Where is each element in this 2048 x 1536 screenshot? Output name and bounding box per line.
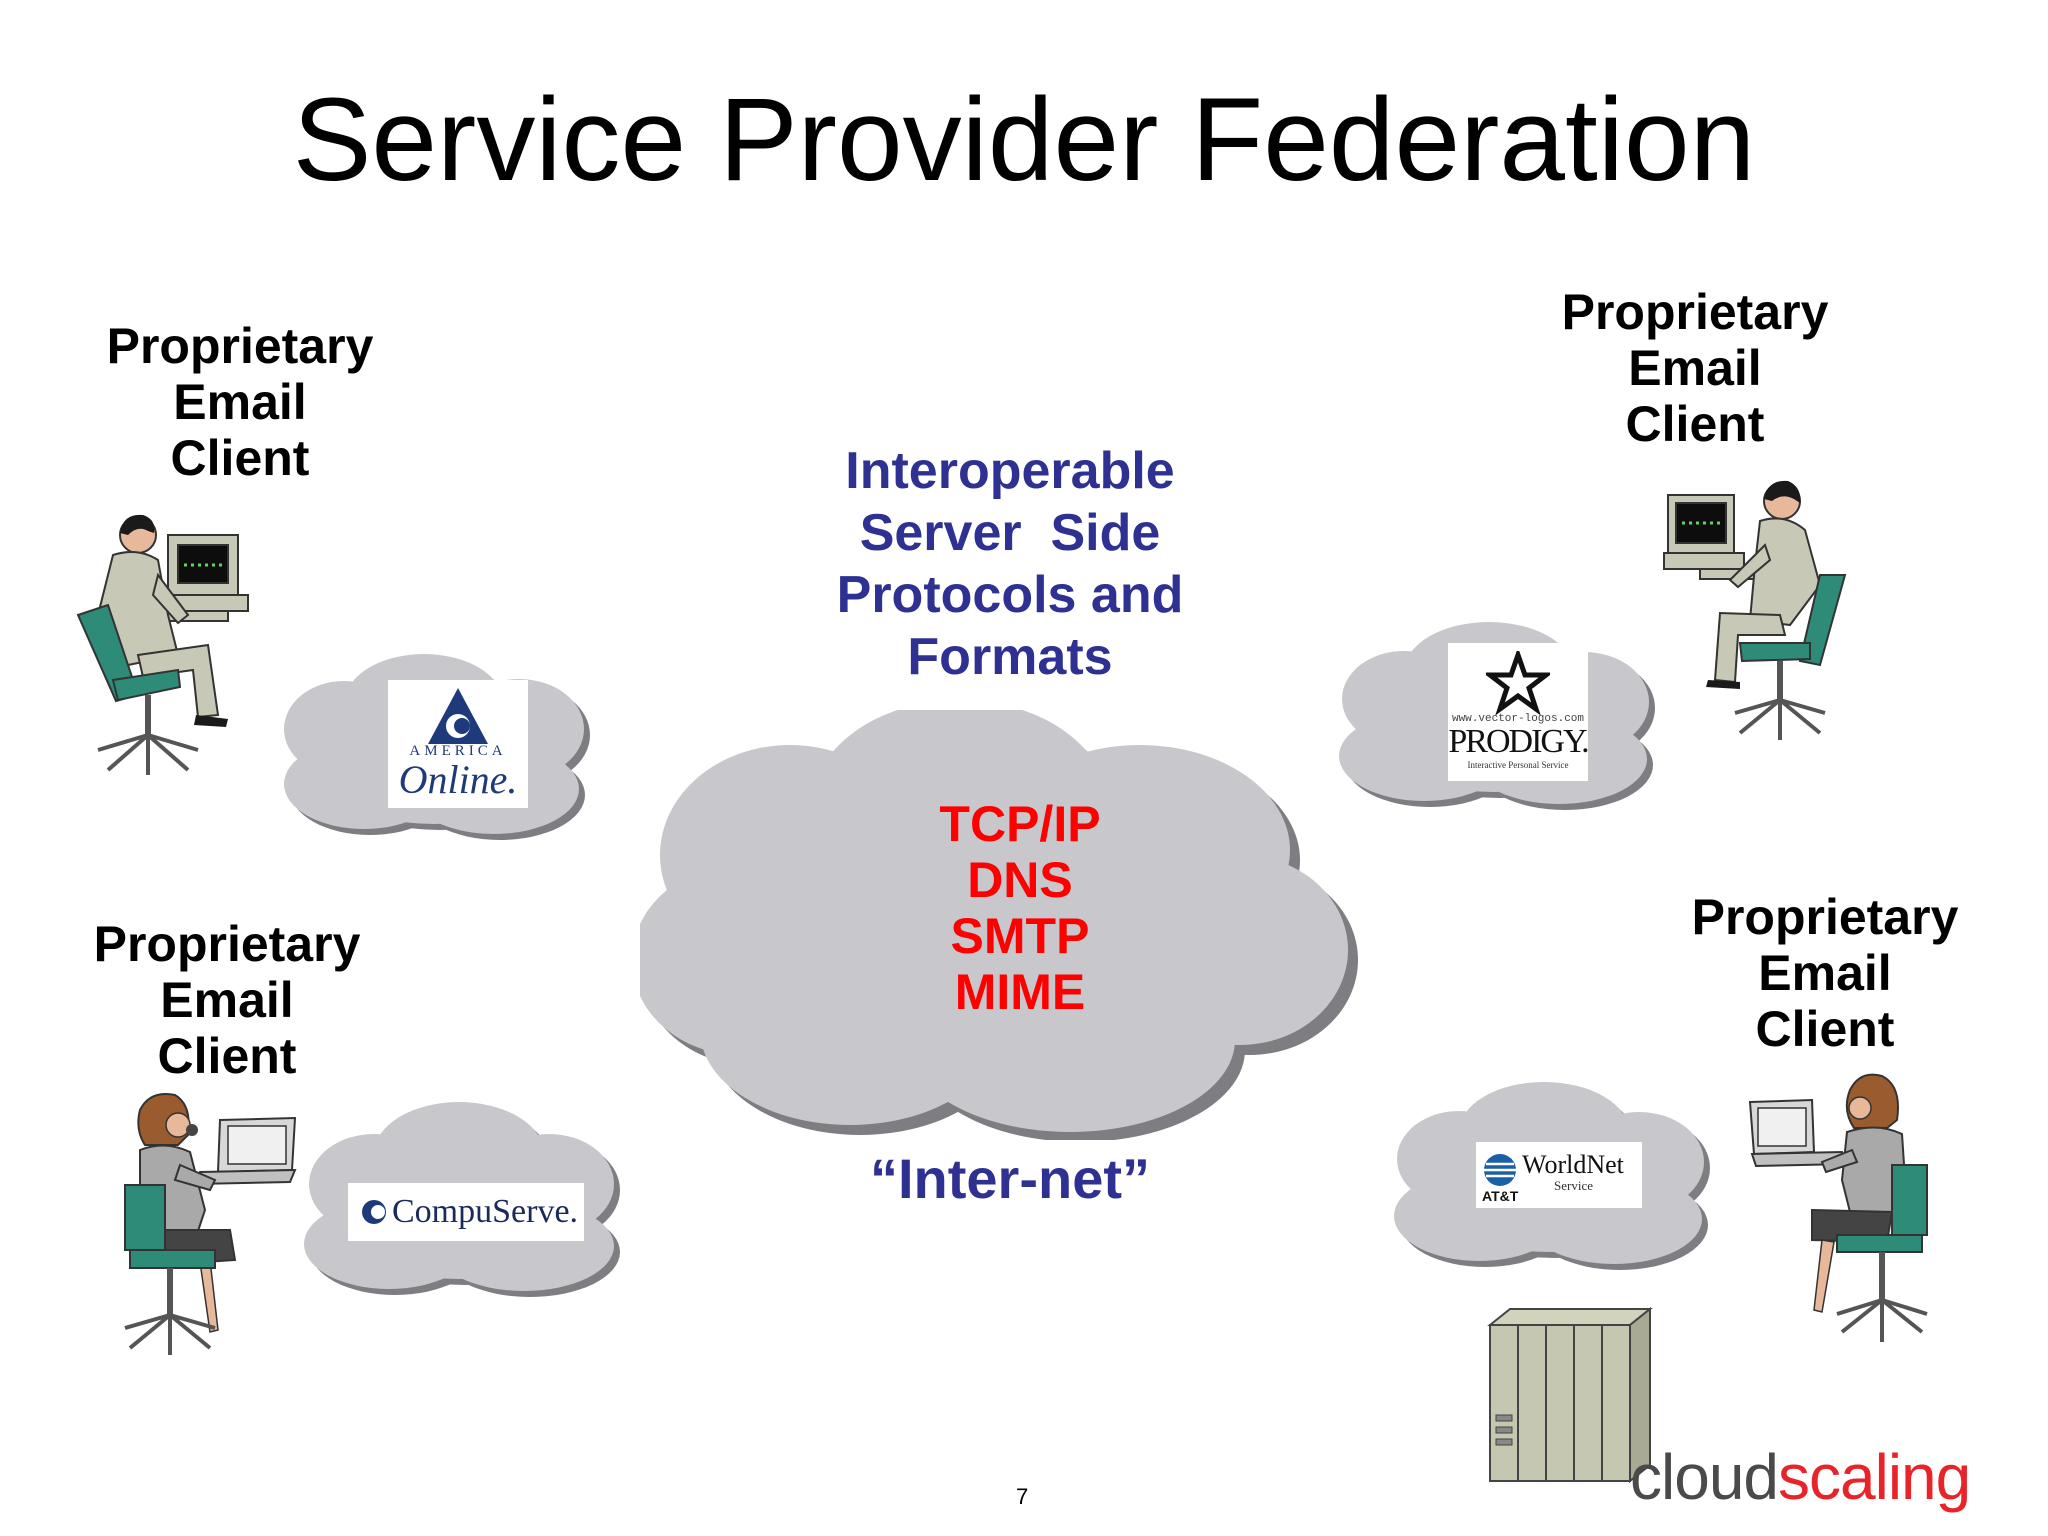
center-heading-line: Formats <box>907 628 1113 686</box>
worldnet-logo: WorldNet Service AT&T <box>1476 1142 1642 1208</box>
client-label-line: Client <box>170 430 310 486</box>
brand-part1: cloud <box>1630 1441 1779 1513</box>
aol-line2: Online. <box>398 757 518 802</box>
prodigy-logo: www.vector-logos.com PRODIGY. Interactiv… <box>1448 643 1590 781</box>
man-at-computer-icon <box>76 514 249 775</box>
server-cabinet-icon <box>1487 1306 1653 1484</box>
protocol-item: SMTP <box>950 908 1090 964</box>
internet-cloud <box>640 710 1358 1140</box>
aol-logo: AMERICA Online. <box>388 680 528 808</box>
protocol-item: DNS <box>967 852 1073 908</box>
client-label-line: Client <box>157 1028 297 1084</box>
cloudscaling-logo: cloudscaling <box>1630 1440 1971 1514</box>
protocol-list: TCP/IP DNS SMTP MIME <box>880 796 1160 1020</box>
center-heading-line: Server Side <box>859 504 1161 562</box>
brand-part2: scaling <box>1778 1441 1971 1513</box>
client-label-line: Email <box>160 972 294 1028</box>
compuserve-name: CompuServe. <box>392 1193 579 1230</box>
man-at-computer-icon <box>1663 480 1847 740</box>
client-label-line: Proprietary <box>93 916 361 972</box>
client-label-line: Email <box>1758 945 1892 1001</box>
aol-triangle-icon <box>428 688 488 744</box>
client-label-line: Proprietary <box>106 318 374 374</box>
prodigy-star-icon <box>1486 651 1550 715</box>
worldnet-service: Service <box>1554 1178 1593 1193</box>
client-label-line: Email <box>1628 340 1762 396</box>
client-label-top-left: Proprietary Email Client <box>90 318 390 486</box>
slide-title: Service Provider Federation <box>292 74 1756 206</box>
woman-with-laptop-icon <box>124 1093 297 1355</box>
client-label-line: Email <box>173 374 307 430</box>
center-heading: Interoperable Server Side Protocols and … <box>780 440 1240 688</box>
aol-line1: AMERICA <box>409 743 507 759</box>
client-label-line: Proprietary <box>1561 284 1829 340</box>
client-label-line: Client <box>1755 1001 1895 1057</box>
prodigy-tagline: Interactive Personal Service <box>1467 760 1569 770</box>
client-label-line: Proprietary <box>1691 889 1959 945</box>
att-globe-icon <box>1484 1154 1516 1186</box>
compuserve-logo: CompuServe. <box>348 1183 584 1241</box>
prodigy-name: PRODIGY. <box>1448 723 1589 760</box>
prodigy-watermark: www.vector-logos.com <box>1451 713 1585 725</box>
compuserve-swirl-icon <box>362 1200 386 1224</box>
page-number: 7 <box>1016 1484 1029 1509</box>
client-label-top-right: Proprietary Email Client <box>1545 284 1845 452</box>
protocol-item: TCP/IP <box>939 796 1101 852</box>
protocol-item: MIME <box>954 964 1086 1020</box>
client-label-bottom-right: Proprietary Email Client <box>1675 889 1975 1057</box>
worldnet-name: WorldNet <box>1522 1150 1624 1179</box>
client-label-bottom-left: Proprietary Email Client <box>77 916 377 1084</box>
center-heading-line: Protocols and <box>836 566 1184 624</box>
internet-label: “Inter-net” <box>870 1147 1150 1210</box>
client-label-line: Client <box>1625 396 1765 452</box>
woman-with-laptop-icon <box>1748 1073 1928 1342</box>
center-heading-line: Interoperable <box>845 442 1175 500</box>
att-label: AT&T <box>1482 1188 1519 1204</box>
